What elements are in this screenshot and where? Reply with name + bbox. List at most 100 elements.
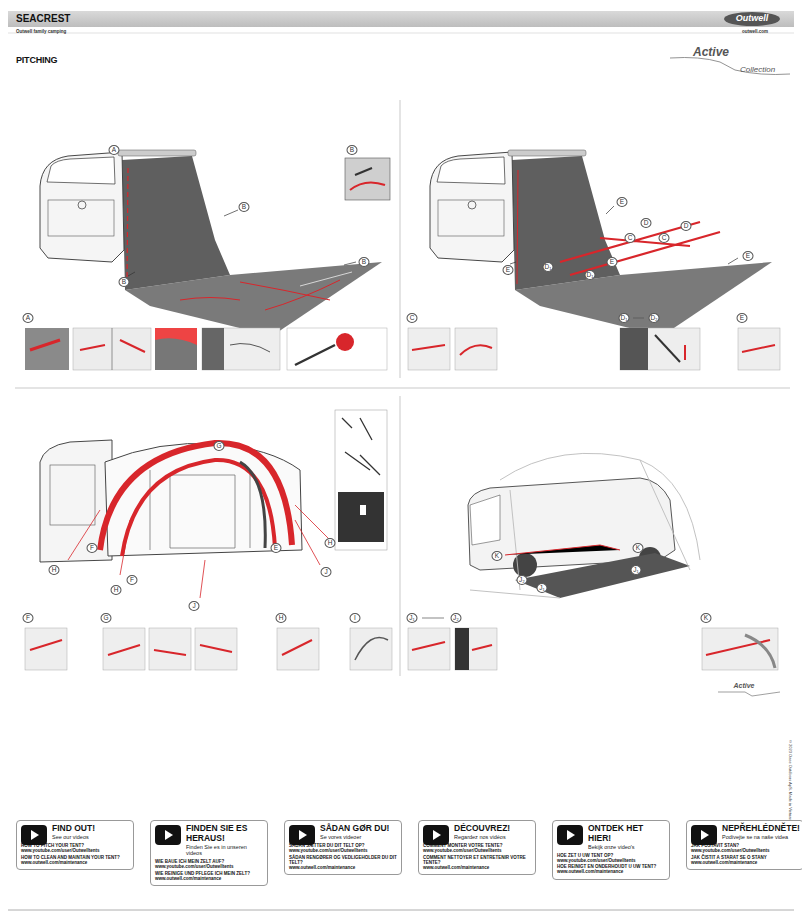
video-heading: NEPŘEHLÉDNĚTE! [722,824,799,834]
video-subheading: Regardez nos vidéos [454,834,531,840]
callout-letter: E [607,257,618,267]
web-address: www.outwell.com/maintenance [289,865,397,870]
callout-letter: J₁ [407,613,418,623]
section-heading: PITCHING [16,56,57,66]
callout-letter: C [625,233,636,243]
step-photos-b [408,318,780,370]
callout-letter: H [325,538,336,548]
callout-letter: B [347,145,358,155]
video-icon [21,825,47,845]
callout-letter: D₂ [649,313,660,323]
callout-letter: C [407,313,418,323]
panel-4-illustration [468,453,700,598]
logo-swoosh [670,58,790,75]
question: SÅDAN RENGØRER OG VEDLIGEHOLDER DU DIT T… [289,855,397,865]
video-subheading: Bekijk onze video's [588,844,665,850]
video-box: FIND OUT!See our videosHOW TO PITCH YOUR… [16,820,134,870]
callout-letter: J₁ [631,565,642,575]
footer-rule [8,910,794,911]
callout-letter: D₁ [585,270,596,280]
callout-letter: E [271,543,282,553]
callout-letter: F [23,613,34,623]
callout-letter: J₁ [537,583,548,593]
video-icon [691,825,717,845]
callout-letter: C [659,233,670,243]
question: WIE REINIGE UND PFLEGE ICH MEIN ZELT? [155,871,263,876]
brand-logo: Outwell [736,14,769,24]
callout-letter: A [109,145,120,155]
callout-letter: H [111,585,122,595]
step-photos-a [25,328,387,370]
video-heading: DÉCOUVREZ! [454,824,531,834]
callout-letter: J [321,567,332,577]
video-heading: FIND OUT! [52,824,129,834]
question: HOW TO CLEAN AND MAINTAIN YOUR TENT? [21,855,129,860]
callout-letter: B [119,277,130,287]
callout-letter: K [492,551,503,561]
callout-letter: F [87,543,98,553]
question: HOW TO PITCH YOUR TENT? [21,843,129,848]
callout-letter: F [127,575,138,585]
callout-letter: J₂ [451,613,462,623]
divider [400,100,401,378]
divider [15,388,790,389]
video-box: FINDEN SIE ES HERAUS!Finden Sie es in un… [150,820,268,886]
web-address: www.outwell.com/maintenance [21,860,129,865]
callout-letter: E [503,265,514,275]
video-box: NEPŘEHLÉDNĚTE!Podívejte se na naše videa… [686,820,802,870]
callout-letter: K [633,543,644,553]
callout-letter: B [359,257,370,267]
question: COMMENT NETTOYER ET ENTRETENIR VOTRE TEN… [423,855,531,865]
question: JAK POSTAVIT STAN? [691,843,799,848]
video-heading: FINDEN SIE ES HERAUS! [186,824,263,844]
video-box: ONTDEK HET HIER!Bekijk onze video'sHOE Z… [552,820,670,880]
video-subheading: See our videos [52,834,129,840]
video-icon [155,825,181,845]
header-band [8,11,794,27]
question: HOE ZET U UW TENT OP? [557,853,665,858]
web-address: www.youtube.com/user/Outwelltents [289,848,397,853]
tagline: Outwell family camping [16,30,66,35]
video-icon [423,825,449,845]
web-address: www.youtube.com/user/Outwelltents [557,858,665,863]
question: COMMENT MONTER VOTRE TENTE? [423,843,531,848]
collection-logo: Active [733,682,754,690]
video-box: SÅDAN GØR DU!Se vores videoerSÅDAN SÆTTE… [284,820,402,875]
video-subheading: Podívejte se na naše videa [722,834,799,840]
panel-1-illustration [40,150,390,336]
callout-letter: K [701,613,712,623]
callout-letter: J₂ [517,575,528,585]
callout-letter: G [101,613,112,623]
panel-2-illustration [430,150,772,336]
page-title: SEACREST [16,13,70,24]
web-address: www.outwell.com/maintenance [155,876,263,881]
question: JAK ČISTIT A STARAT SE O STANY [691,855,799,860]
callout-letter: E [617,197,628,207]
callout-letter: E [737,313,748,323]
callout-letter: B [239,202,250,212]
web-address: www.outwell.com/maintenance [423,865,531,870]
callout-letter: A [23,313,34,323]
question: HOE REINIGT EN ONDERHOUDT U UW TENT? [557,864,665,869]
web-address: www.outwell.com/maintenance [557,869,665,874]
divider [400,396,401,676]
web-address: www.youtube.com/user/Outwelltents [423,848,531,853]
callout-letter: H [49,565,60,575]
callout-letter: D [641,218,652,228]
web-address: www.youtube.com/user/Outwelltents [691,848,799,853]
web-address: www.outwell.com/maintenance [691,860,799,865]
video-heading: ONTDEK HET HIER! [588,824,665,844]
question: SÅDAN SÆTTER DU DIT TELT OP? [289,843,397,848]
video-subheading: Finden Sie es in unseren videos [186,844,263,857]
video-icon [289,825,315,845]
web-address: www.youtube.com/user/Outwelltents [155,864,263,869]
video-subheading: Se vores videoer [320,834,397,840]
website: outwell.com [742,30,768,35]
logo-oval [724,12,780,26]
callout-letter: I [350,613,361,623]
video-heading: SÅDAN GØR DU! [320,824,397,834]
web-address: www.youtube.com/user/Outwelltents [21,848,129,853]
callout-letter: J [189,601,200,611]
collection-logo: Active [693,46,729,59]
step-photos-d [408,618,778,670]
